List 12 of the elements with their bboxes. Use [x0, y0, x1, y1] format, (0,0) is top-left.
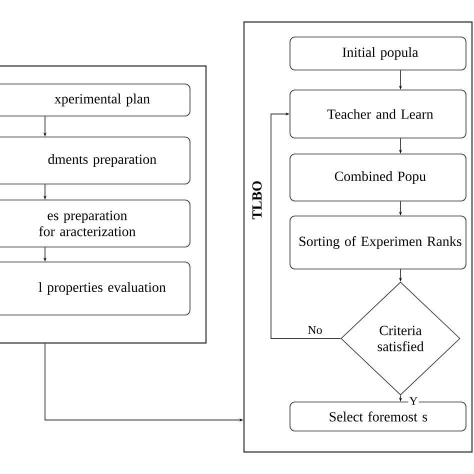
frame-box: [0, 65, 207, 344]
process-box: xperimental plan: [0, 84, 190, 116]
edge-label: Y: [408, 396, 419, 406]
arrow: [270, 112, 341, 339]
process-box: Initial popula: [290, 36, 466, 70]
process-box: Teacher and Learn: [290, 90, 466, 138]
edge-label: No: [306, 325, 324, 335]
process-box: es preparation for aracterization: [0, 200, 190, 248]
process-box: Combined Popu: [290, 154, 466, 202]
process-box: Sorting of Experimen Ranks: [290, 216, 466, 270]
process-box: dments preparation: [0, 136, 190, 184]
process-box: l properties evaluation: [0, 262, 190, 316]
